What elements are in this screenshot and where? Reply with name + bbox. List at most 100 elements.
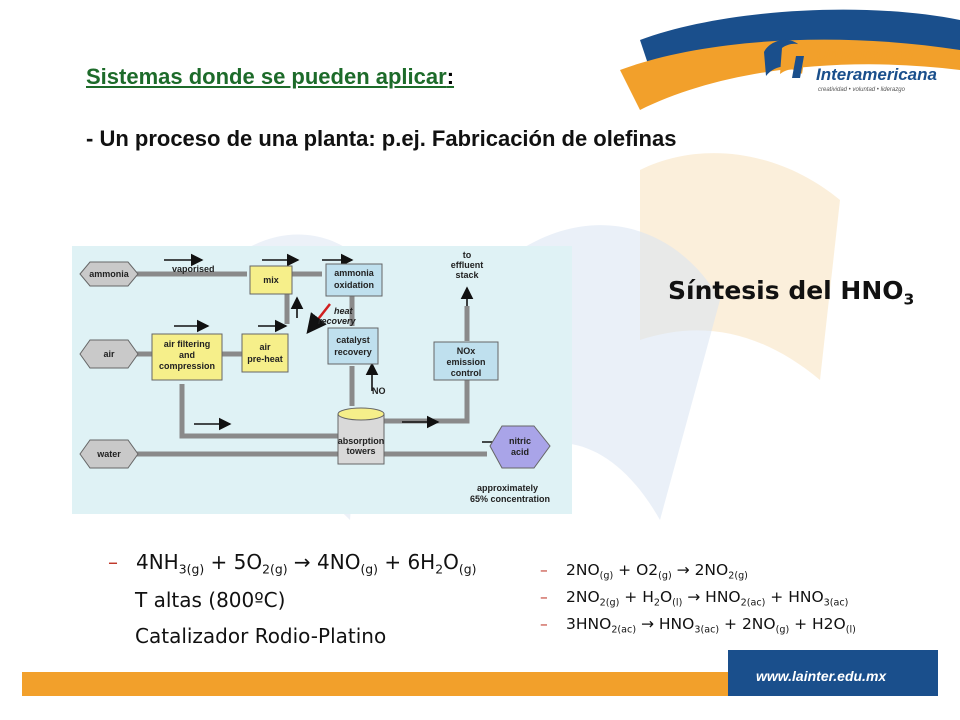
synthesis-label: Síntesis del HNO [668,276,904,305]
r3-c: + 2NO [719,615,776,633]
nitric-acid-product: nitric acid [489,425,551,469]
r2-b-sub: 2 [653,597,660,609]
label-preheat-2: pre-heat [247,354,283,364]
label-effluent-2: effluent [451,260,484,270]
eq1-e: O [443,550,459,574]
box-ammonia-oxidation: ammonia oxidation [325,263,383,297]
r3-d: + H2O [789,615,846,633]
r2-c: O [659,588,673,606]
r2-e: + HNO [765,588,824,606]
label-water: water [96,449,121,459]
r1-a: 2NO [566,561,600,579]
label-ammonia-ox-1: ammonia [334,268,375,278]
r2-d-sub: 2(ac) [740,597,766,609]
r1-b-sub: (g) [658,570,672,582]
label-approx-1: approximately [477,483,538,493]
label-effluent-3: stack [455,270,479,280]
box-vaporised: vaporised [172,264,215,274]
label-mix: mix [263,275,279,285]
eq1-b-sub: 2(g) [262,561,288,577]
r3-a-sub: 2(ac) [611,624,637,636]
box-air-filtering: air filtering and compression [151,333,223,381]
bullet-dash: – [540,615,548,633]
logo-line1: Universidad [816,45,914,64]
label-heat-1: heat [334,306,354,316]
equation-hno2-decomposition: –3HNO2(ac) → HNO3(ac) + 2NO(g) + H2O(l) [540,615,856,636]
label-vaporised: vaporised [172,264,215,274]
eq1-d: + 6H [377,550,436,574]
synthesis-title: Síntesis del HNO3 [668,276,915,309]
bullet-dash: – [540,588,548,606]
input-ammonia: ammonia [79,261,139,287]
input-water: water [79,439,139,469]
equation-no-oxidation: –2NO(g) + O2(g) → 2NO2(g) [540,561,748,582]
label-nitric-2: acid [511,447,529,457]
box-air-preheat: air pre-heat [241,333,289,373]
r2-e-sub: 3(ac) [823,597,849,609]
label-preheat-1: air [259,342,271,352]
bullet-dash: – [540,561,548,579]
eq1-d-sub: 2 [435,561,444,577]
equation-ammonia-oxidation: –4NH3(g) + 5O2(g) → 4NO(g) + 6H2O(g) [108,550,476,577]
university-logo: Universidad Interamericana creatividad •… [764,39,937,93]
eq1-a: 4NH [136,550,179,574]
label-nitric-1: nitric [509,436,531,446]
label-no: NO [372,386,386,396]
eq1-a-sub: 3(g) [178,561,205,577]
equation-no2-absorption: –2NO2(g) + H2O(l) → HNO2(ac) + HNO3(ac) [540,588,849,609]
r1-c-sub: 2(g) [728,570,748,582]
r1-b: + O2 [613,561,659,579]
label-absorption-1: absorption [338,436,385,446]
r2-a: 2NO [566,588,600,606]
box-mix: mix [249,265,293,295]
label-air-filter-2: and [179,350,195,360]
condition-catalyst: Catalizador Rodio-Platino [135,624,387,648]
bullet-dash: – [108,550,118,574]
r3-b-sub: 3(ac) [694,624,720,636]
footer-url-link[interactable]: www.lainter.edu.mx [756,668,887,684]
heading-text: Sistemas donde se pueden aplicar [86,64,447,89]
box-catalyst-recovery: catalyst recovery [327,327,379,365]
label-nox-2: emission [446,357,485,367]
label-absorption-2: towers [346,446,375,456]
label-nox-3: control [451,368,482,378]
r1-c: → 2NO [671,561,729,579]
label-air-filter-3: compression [159,361,215,371]
hno3-process-diagram: ammonia air water vaporised [72,246,572,514]
r2-d: → HNO [682,588,741,606]
label-ammonia: ammonia [89,269,130,279]
r2-c-sub: (l) [672,597,683,609]
eq1-arrow: → 4NO [287,550,361,574]
synthesis-sub: 3 [903,290,915,309]
r2-a-sub: 2(g) [599,597,620,609]
r3-c-sub: (g) [775,624,790,636]
r3-a: 3HNO [566,615,612,633]
label-nox-1: NOx [457,346,476,356]
subheading: - Un proceso de una planta: p.ej. Fabric… [86,126,677,151]
eq1-b: + 5O [204,550,263,574]
label-air: air [103,349,115,359]
absorption-towers: absorption towers [337,407,385,465]
r3-b: → HNO [636,615,695,633]
label-heat-recovery: heat recovery [306,303,357,334]
section-heading: Sistemas donde se pueden aplicar: [86,64,454,90]
label-catalyst-1: catalyst [336,335,370,345]
heading-colon: : [446,64,455,89]
label-ammonia-ox-2: oxidation [334,280,374,290]
label-air-filter-1: air filtering [164,339,211,349]
label-approx-2: 65% concentration [470,494,550,504]
label-effluent-1: to [463,250,472,260]
footer-bar [22,672,728,696]
box-nox-control: NOx emission control [433,341,499,381]
logo-tagline: creatividad • voluntad • liderazgo [818,87,906,93]
r1-a-sub: (g) [599,570,614,582]
input-air: air [79,339,139,369]
label-heat-2: recovery [318,316,357,326]
condition-temperature: T altas (800ºC) [135,588,286,612]
logo-line2: Interamericana [816,65,937,84]
label-effluent-stack: to effluent stack [451,250,484,280]
label-catalyst-2: recovery [334,347,372,357]
r3-d-sub: (l) [845,624,856,636]
r2-b: + H [619,588,654,606]
